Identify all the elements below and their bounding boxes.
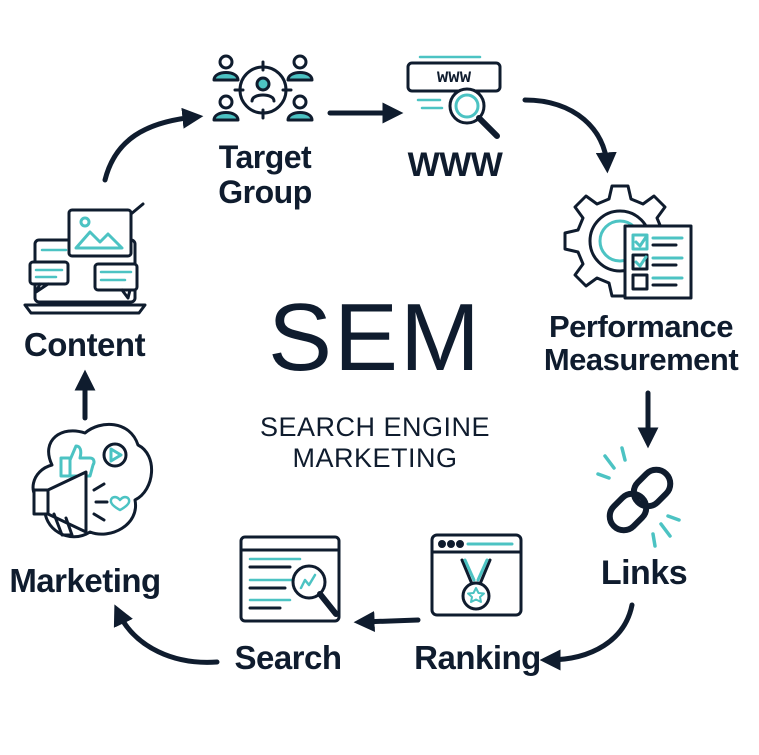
marketing-label: Marketing [9, 562, 161, 599]
center-subtitle: SEARCH ENGINE MARKETING [225, 412, 525, 474]
arrow-content-to-target [102, 107, 204, 183]
performance-label-line2: Measurement [543, 342, 739, 378]
search-label: Search [234, 639, 342, 676]
arrow-ranking-to-search [353, 611, 421, 633]
center-subtitle-line1: SEARCH ENGINE [259, 412, 491, 442]
performance-measurement-label: Performance Measurement [532, 310, 750, 377]
links-label: Links [600, 554, 688, 592]
www-label: WWW [407, 146, 503, 184]
arrow-www-to-performance [522, 97, 617, 174]
center-title: SEM [267, 284, 483, 391]
megaphone-social-icon [31, 422, 154, 539]
target-group-label-line2: Group [218, 173, 312, 210]
browser-medal-icon [430, 533, 523, 617]
content-label: Content [23, 326, 146, 363]
ranking-label: Ranking [414, 639, 541, 676]
center-subtitle-line2: MARKETING [292, 443, 458, 473]
webpage-magnifier-icon [239, 535, 341, 623]
browser-search-icon [406, 55, 502, 139]
gear-checklist-icon [563, 184, 693, 300]
arrow-links-to-ranking [539, 602, 635, 671]
target-group-label: Target Group [205, 140, 325, 209]
target-group-label-line1: Target [218, 139, 312, 175]
arrow-search-to-marketing [113, 604, 220, 665]
www-icon-text: www [437, 66, 472, 88]
cycle-arrows [74, 97, 659, 671]
performance-label-line1: Performance [548, 309, 734, 344]
laptop-chat-icon [23, 202, 147, 315]
target-group-icon [212, 54, 314, 122]
chain-link-icon [596, 446, 681, 548]
